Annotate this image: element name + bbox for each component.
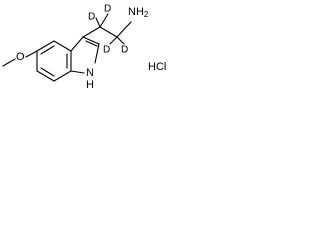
deuterium-label-1: D bbox=[88, 12, 95, 23]
chemical-structure-diagram: O N H D D D D NH2 HCl bbox=[2, 4, 166, 91]
side-chain-bond-2 bbox=[99, 26, 118, 38]
methyl-bond bbox=[2, 58, 16, 67]
deuterium-bond-4 bbox=[116, 36, 125, 45]
deuterium-bond-2 bbox=[99, 13, 109, 28]
side-chain-bond-3 bbox=[116, 21, 132, 38]
pyrrole-ring bbox=[70, 36, 100, 74]
deuterium-bond-3 bbox=[109, 36, 118, 45]
deuterium-label-3: D bbox=[103, 45, 110, 56]
hcl-salt-label: HCl bbox=[148, 61, 166, 73]
deuterium-bond-1 bbox=[95, 17, 101, 28]
methoxy-ring-bond bbox=[25, 50, 38, 58]
amine-label: NH2 bbox=[128, 6, 149, 19]
side-chain-bond-1 bbox=[82, 26, 101, 38]
benzene-ring bbox=[36, 40, 72, 82]
methoxy-oxygen-label: O bbox=[16, 51, 25, 63]
deuterium-label-4: D bbox=[121, 45, 128, 56]
indole-hydrogen-label: H bbox=[86, 79, 94, 91]
indole-nitrogen-label: N bbox=[86, 67, 94, 79]
deuterium-label-2: D bbox=[104, 4, 111, 15]
